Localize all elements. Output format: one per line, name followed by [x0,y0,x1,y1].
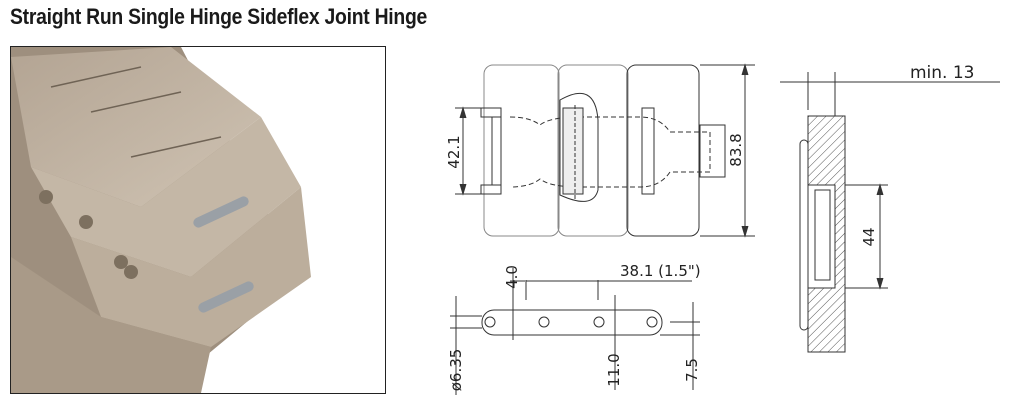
dim-height: 11.0 [605,353,623,386]
top-view [480,64,726,237]
dim-pitch: 38.1 (1.5") [620,262,701,280]
product-photo [10,46,386,394]
dim-min-clearance: min. 13 [910,63,975,83]
dim-pin-height: 7.5 [683,358,701,382]
page-title: Straight Run Single Hinge Sideflex Joint… [10,4,428,29]
dim-guide-width: 44 [860,227,878,246]
dim-pin-diameter: ø6.35 [447,349,465,392]
dim-width-total: 83.8 [727,133,745,166]
side-profile-view [450,268,700,395]
dim-hinge-width: 42.1 [445,135,463,168]
guide-section-view [780,72,1000,353]
dim-thickness: 4.0 [503,265,521,289]
